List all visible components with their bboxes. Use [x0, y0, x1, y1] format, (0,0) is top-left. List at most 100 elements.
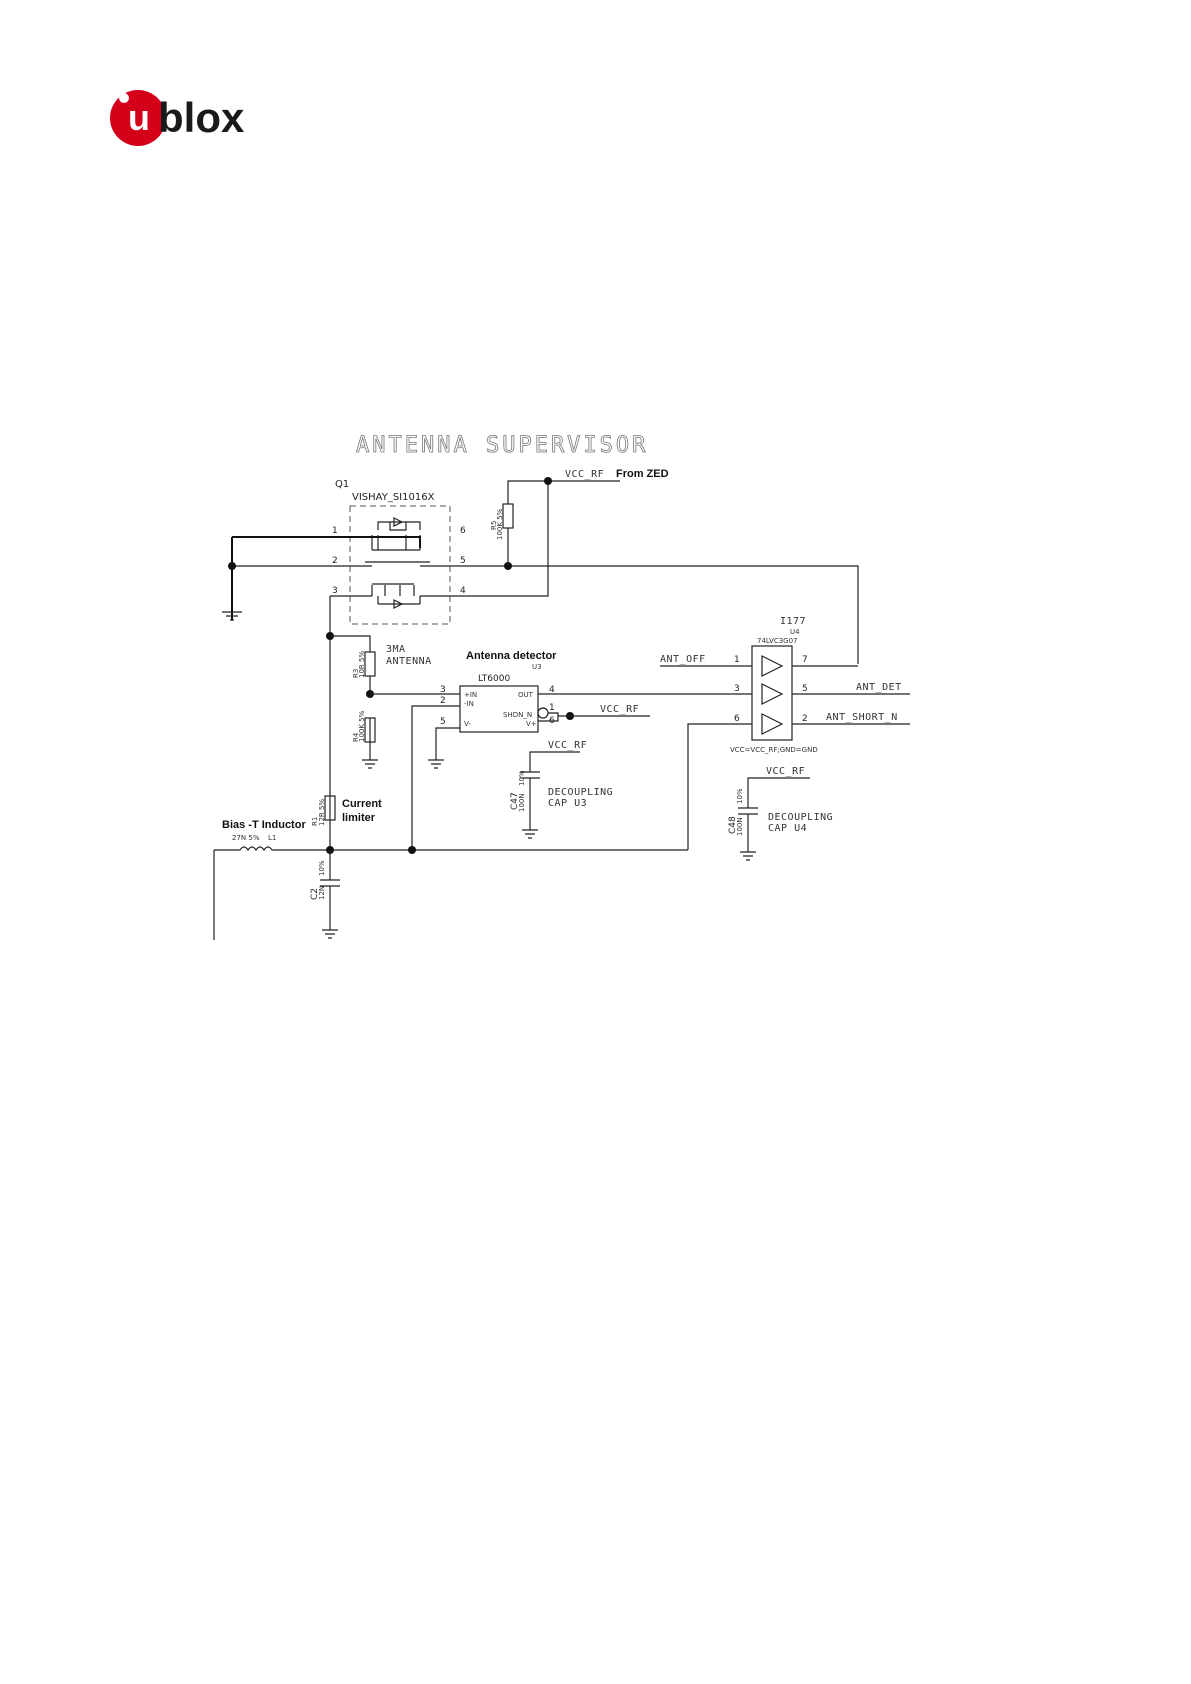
ublox-logo: u blox — [110, 90, 245, 146]
c47-plates — [520, 771, 540, 779]
r3-value: 10R 5% — [358, 651, 366, 678]
u4-pin-5: 5 — [802, 684, 808, 694]
u3-pin-in-minus: -IN — [464, 700, 474, 708]
u4-top-label: I177 — [780, 616, 806, 627]
r5-value: 100K 5% — [496, 508, 504, 540]
current-limiter-label-2: limiter — [342, 812, 376, 824]
l1-coil — [239, 846, 273, 852]
threshold-label-2: ANTENNA — [386, 656, 432, 667]
c48-wire — [747, 777, 810, 852]
u3-pin-5: 5 — [440, 717, 446, 727]
u3-pin-vminus: V- — [464, 720, 471, 728]
c47-note-2: CAP U3 — [548, 798, 587, 809]
threshold-label-1: 3MA — [386, 644, 406, 655]
gnd-symbol-c2 — [322, 929, 338, 939]
u3-minus-in-wire — [411, 705, 460, 850]
q1-ref: Q1 — [335, 479, 349, 490]
r5-ref: R5 — [490, 521, 498, 530]
gnd-symbol-q1 — [222, 611, 242, 621]
q1-pin4-wire — [420, 481, 549, 597]
u3-pin-2: 2 — [440, 696, 446, 706]
u4-ref: U4 — [790, 628, 800, 636]
gnd-symbol-u3 — [428, 759, 444, 769]
r3-ref: R3 — [352, 669, 360, 678]
u4-pin-2: 2 — [802, 714, 808, 724]
gnd-symbol-c47 — [522, 829, 538, 839]
c47-note-1: DECOUPLING — [548, 787, 613, 798]
l1-value: 27N 5% — [232, 834, 260, 842]
c2-plates — [320, 879, 340, 887]
ant-off-label: ANT_OFF — [660, 654, 706, 665]
ant-det-label: ANT_DET — [856, 682, 902, 693]
u3-vminus-wire — [435, 727, 460, 760]
q1-pin5-wire — [420, 565, 859, 664]
u3-pin-in-plus: +IN — [464, 691, 477, 699]
u3-pin-vplus: V+ — [526, 720, 537, 728]
u3-shdn-wire — [538, 712, 559, 722]
u3-pin-3: 3 — [440, 685, 446, 695]
c48-value: 100N — [736, 817, 744, 836]
c2-value: 12N — [318, 886, 326, 900]
u3-shdn-bubble — [537, 707, 549, 719]
r4-value: 100K 5% — [358, 710, 366, 742]
q1-pin-3: 3 — [332, 586, 338, 596]
u4-body — [751, 645, 793, 741]
u3-ref: U3 — [532, 663, 542, 671]
vcc-rf-label-c47: VCC_RF — [548, 740, 587, 751]
c48-ref: C48 — [728, 816, 738, 834]
c47-ref: C47 — [510, 792, 520, 810]
ant-short-label: ANT_SHORT_N — [826, 712, 898, 723]
q1-pin-6: 6 — [460, 526, 466, 536]
r5-wire — [507, 480, 620, 566]
c48-tol: 10% — [736, 788, 744, 804]
u4-buffer-1 — [761, 655, 784, 677]
r4-body — [364, 717, 376, 743]
u4-buffer-3 — [761, 713, 784, 735]
u3-pin-shdn: SHDN_N — [503, 711, 532, 719]
c48-note-2: CAP U4 — [768, 823, 807, 834]
u4-buffer-2 — [761, 683, 784, 705]
r5-body — [502, 503, 514, 529]
u4-pin-3: 3 — [734, 684, 740, 694]
q1-pin1-wire — [231, 536, 421, 620]
q1-pin-4: 4 — [460, 586, 466, 596]
u4-pin-1: 1 — [734, 655, 740, 665]
r1-value: 12R 5% — [318, 799, 326, 826]
u4-pin-7: 7 — [802, 655, 808, 665]
u4-pin6-wire — [687, 723, 752, 850]
q1-pin2-junction — [228, 562, 236, 570]
gnd-symbol-c48 — [740, 851, 756, 861]
l1-ref: L1 — [268, 834, 276, 842]
bottom-junction-u3 — [408, 846, 416, 854]
current-limiter-label-1: Current — [342, 798, 382, 810]
vcc-rf-top-junction — [544, 477, 552, 485]
c47-wire — [529, 751, 580, 830]
c48-note-1: DECOUPLING — [768, 812, 833, 823]
logo-wordmark: blox — [158, 94, 245, 141]
q1-mosfets — [365, 517, 430, 609]
schematic-title: ANTENNA SUPERVISOR — [356, 433, 648, 458]
r1-body — [324, 795, 336, 821]
logo-dot — [119, 93, 129, 103]
u4-part: 74LVC3G07 — [757, 637, 798, 645]
q1-part: VISHAY_SI1016X — [352, 492, 435, 503]
logo-u-letter: u — [128, 97, 150, 138]
bias-t-label: Bias -T Inductor — [222, 819, 306, 831]
u3-pin-out: OUT — [518, 691, 534, 699]
c47-value: 100N — [518, 793, 526, 812]
antenna-detector-label: Antenna detector — [466, 650, 557, 662]
u4-pin-6: 6 — [734, 714, 740, 724]
q1-pin-2: 2 — [332, 556, 338, 566]
u3-pin-4: 4 — [549, 685, 555, 695]
r1-ref: R1 — [311, 817, 319, 826]
vcc-rf-label-c48: VCC_RF — [766, 766, 805, 777]
vcc-rf-label-top: VCC_RF — [565, 469, 604, 480]
u3-part: LT6000 — [478, 674, 510, 684]
r4-ref: R4 — [352, 732, 360, 742]
r3-body — [364, 651, 376, 677]
q1-pin-5: 5 — [460, 556, 466, 566]
bottom-rail — [213, 849, 688, 940]
c47-tol: 10% — [518, 770, 526, 786]
q1-pin-1: 1 — [332, 526, 338, 536]
